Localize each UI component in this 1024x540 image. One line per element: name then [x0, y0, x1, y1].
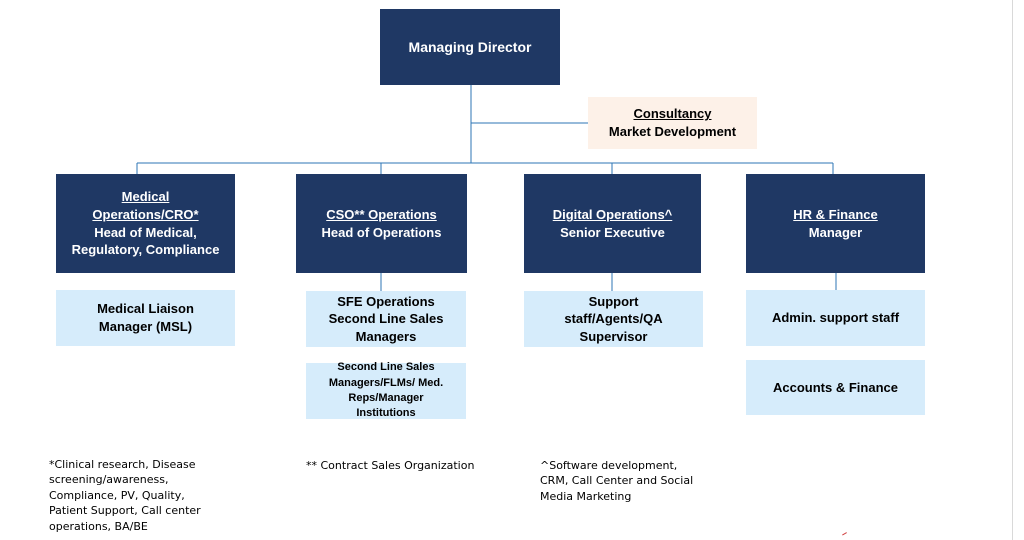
footnote-digital-line2: CRM, Call Center and Social — [540, 474, 694, 488]
medical-title-line2: Operations/CRO* — [92, 206, 199, 222]
sfe-operations-box: SFE Operations Second Line Sales Manager… — [306, 291, 466, 347]
msl-line1: Medical Liaison — [97, 301, 194, 317]
medical-role-line1: Head of Medical, — [94, 224, 197, 240]
support-line1: Support — [588, 293, 639, 309]
hr-title: HR & Finance — [793, 206, 878, 222]
cso-operations-box: CSO** Operations Head of Operations — [296, 174, 467, 273]
managing-director-title: Managing Director — [408, 38, 532, 55]
footnote-digital: ^Software development, CRM, Call Center … — [540, 458, 730, 504]
support-line3: Supervisor — [579, 328, 648, 344]
digital-role: Senior Executive — [560, 224, 665, 240]
consultancy-subtitle: Market Development — [608, 124, 737, 139]
admin-support-box: Admin. support staff — [746, 290, 925, 346]
support-line2: staff/Agents/QA — [564, 311, 663, 327]
consultancy-box: Consultancy Market Development — [588, 97, 757, 149]
support-staff-box: Support staff/Agents/QA Supervisor — [524, 291, 703, 347]
footnote-cro-line2: screening/awareness, — [49, 473, 169, 487]
page-edge-line — [1012, 0, 1013, 540]
sfe-line3: Managers — [355, 328, 417, 344]
cso-role: Head of Operations — [321, 224, 442, 240]
footnote-cro-line3: Compliance, PV, Quality, — [49, 488, 185, 502]
medical-title-line1: Medical — [121, 189, 170, 205]
sfe-line1: SFE Operations — [337, 293, 435, 309]
hr-role: Manager — [808, 224, 863, 240]
msl-line2: Manager (MSL) — [98, 319, 193, 334]
medical-operations-box: Medical Operations/CRO* Head of Medical,… — [56, 174, 235, 273]
footnote-cro-line4: Patient Support, Call center — [49, 504, 201, 518]
footnote-cro: *Clinical research, Disease screening/aw… — [49, 457, 239, 534]
reps-line4: Institutions — [356, 407, 416, 420]
reps-line2: Managers/FLMs/ Med. — [328, 376, 444, 389]
hr-finance-box: HR & Finance Manager — [746, 174, 925, 273]
sales-reps-box: Second Line Sales Managers/FLMs/ Med. Re… — [306, 361, 466, 420]
reps-line3: Reps/Manager — [348, 392, 424, 404]
digital-title: Digital Operations^ — [552, 206, 673, 222]
footnote-cro-line1: *Clinical research, Disease — [49, 458, 196, 471]
footnote-cro-line5: operations, BA/BE — [49, 519, 148, 533]
footnote-cso-line1: ** Contract Sales Organization — [306, 459, 475, 472]
accounts-finance-box: Accounts & Finance — [746, 360, 925, 415]
medical-role-line2: Regulatory, Compliance — [71, 242, 220, 258]
footnote-cso: ** Contract Sales Organization — [306, 458, 506, 473]
digital-operations-box: Digital Operations^ Senior Executive — [524, 174, 701, 273]
sfe-line2: Second Line Sales — [328, 311, 444, 327]
admin-text: Admin. support staff — [771, 310, 900, 326]
managing-director-box: Managing Director — [380, 9, 560, 85]
msl-box: Medical Liaison Manager (MSL) — [56, 290, 235, 346]
footnote-digital-line3: Media Marketing — [540, 489, 632, 503]
footnote-digital-line1: ^Software development, — [540, 459, 678, 472]
cso-title: CSO** Operations — [326, 206, 437, 222]
accounts-text: Accounts & Finance — [773, 379, 898, 395]
consultancy-title: Consultancy — [633, 106, 712, 122]
reps-line1: Second Line Sales — [337, 361, 435, 374]
